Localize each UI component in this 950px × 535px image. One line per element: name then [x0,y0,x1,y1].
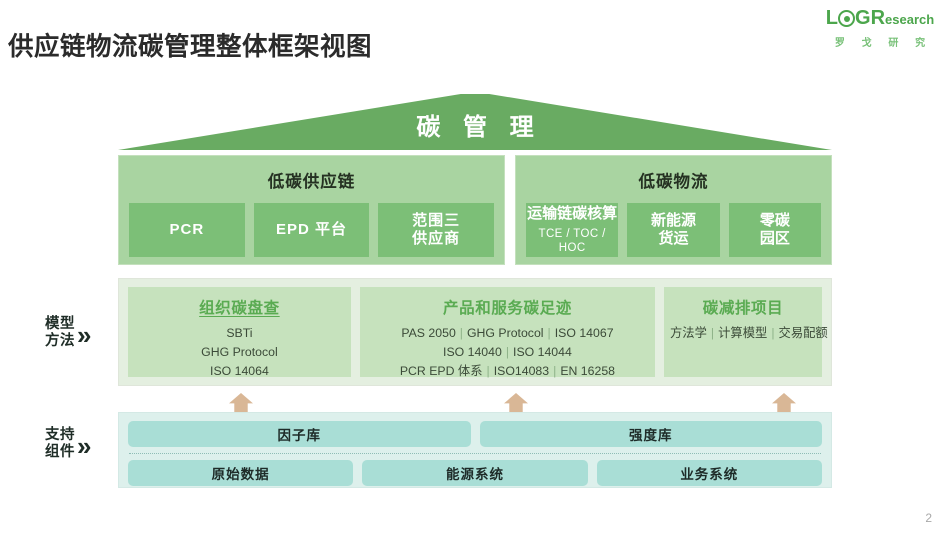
method-item: SBTi [226,326,253,340]
pillar-cell-group: 运输链碳核算 TCE / TOC / HOC 新能源 货运 零碳 园区 [516,203,831,257]
side-label-line1: 支持 [45,427,75,443]
method-item: 交易配额 [778,326,828,340]
method-item: 计算模型 [718,326,768,340]
cell-main-label-line1: 范围三 [412,211,461,229]
cell-main-label-line2: 供应商 [412,230,461,247]
support-chip-intensity-library[interactable]: 强度库 [479,421,822,447]
pillar-title: 低碳物流 [638,173,709,191]
side-label-line1: 模型 [45,316,75,332]
separator: | [771,326,775,340]
cell-zero-carbon-park[interactable]: 零碳 园区 [728,203,821,257]
cell-scope3-supplier[interactable]: 范围三 供应商 [378,203,495,257]
method-line: SBTi [134,324,345,343]
support-chip-label: 业务系统 [680,467,739,482]
cell-main-label: PCR [169,220,205,238]
cell-new-energy-freight[interactable]: 新能源 货运 [627,203,720,257]
support-band: 因子库 强度库 原始数据 能源系统 业务系统 [118,412,832,488]
method-item: GHG Protocol [201,345,278,360]
method-line: PAS 2050|GHG Protocol|ISO 14067 [366,324,649,343]
side-label-line2: 方法 [45,332,75,349]
separator: | [505,345,510,360]
separator: | [710,326,715,340]
brand-letter-r: R [870,7,886,29]
method-item: EN 16258 [560,364,616,379]
separator: | [553,364,557,379]
method-item: ISO 14044 [513,345,572,360]
cell-sub-label: TCE / TOC / HOC [538,227,606,254]
side-label-text: 模型 方法 [45,316,75,349]
separator: | [486,364,490,379]
support-row-top: 因子库 强度库 [128,421,822,447]
support-chip-label: 强度库 [629,428,673,443]
side-label-support-components: 支持 组件 » [45,427,91,460]
method-card-title: 产品和服务碳足迹 [443,300,572,317]
methods-band: 组织碳盘查 SBTi GHG Protocol ISO 14064 产品和服务碳… [118,278,832,386]
side-label-line2: 组件 [45,443,75,460]
support-divider [129,453,821,454]
cell-transport-chain-carbon-accounting[interactable]: 运输链碳核算 TCE / TOC / HOC [526,203,619,257]
support-chip-label: 因子库 [277,428,321,443]
method-line: 方法学|计算模型|交易配额 [670,324,828,343]
pillar-title: 低碳供应链 [267,173,356,191]
separator: | [547,326,551,340]
pillar-cell-group: PCR EPD 平台 范围三 供应商 [119,203,504,257]
brand-subtitle: 罗 戈 研 究 [834,38,933,49]
method-item: ISO 14064 [210,364,269,379]
pillar-low-carbon-supply-chain: 低碳供应链 PCR EPD 平台 范围三 供应商 [118,155,505,265]
brand-letter-g: G [855,7,871,29]
roof-label: 碳 管 理 [416,114,542,141]
support-chip-label: 原始数据 [211,467,270,482]
method-line: ISO 14064 [134,362,345,381]
support-chip-factor-library[interactable]: 因子库 [128,421,471,447]
double-chevron-right-icon: » [77,319,92,350]
method-line: GHG Protocol [134,343,345,362]
double-chevron-right-icon: » [77,430,92,461]
method-item: ISO 14040 [443,345,502,360]
separator: | [459,326,463,340]
cell-main-label: 运输链碳核算 [527,205,618,223]
page-title: 供应链物流碳管理整体框架视图 [8,33,373,61]
cell-main-label-line1: 零碳 [759,211,790,229]
arrow-up-icon [229,393,253,413]
support-chip-label: 能源系统 [445,467,504,482]
cell-epd-platform[interactable]: EPD 平台 [253,203,370,257]
cell-main-label-line2: 货运 [658,230,689,247]
method-line: PCR EPD 体系|ISO14083|EN 16258 [366,362,649,381]
cell-main-label: EPD 平台 [276,220,348,238]
arrow-up-icon [772,393,796,413]
method-card-carbon-reduction-project[interactable]: 碳减排项目 方法学|计算模型|交易配额 [664,287,828,377]
method-item: ISO 14067 [554,326,614,340]
method-line: ISO 14040|ISO 14044 [366,343,649,362]
brand-word-esearch: esearch [885,12,935,27]
method-item: GHG Protocol [466,326,544,340]
side-label-model-methods: 模型 方法 » [45,316,91,349]
cell-pcr[interactable]: PCR [129,203,245,257]
method-card-title: 组织碳盘查 [199,300,280,317]
method-item: ISO14083 [493,364,550,379]
support-chip-business-system[interactable]: 业务系统 [596,460,822,486]
brand-letter-l: L [825,7,839,29]
page-number: 2 [925,511,932,525]
method-card-organizational-carbon-inventory[interactable]: 组织碳盘查 SBTi GHG Protocol ISO 14064 [128,287,351,378]
support-row-bottom: 原始数据 能源系统 业务系统 [128,460,822,486]
cell-main-label-line1: 新能源 [650,211,696,229]
pillar-low-carbon-logistics: 低碳物流 运输链碳核算 TCE / TOC / HOC 新能源 货运 零碳 园区 [515,155,832,265]
method-item: 方法学 [670,326,707,340]
cell-main-label-line2: 园区 [759,230,790,247]
arrow-up-icon [504,393,528,413]
support-chip-raw-data[interactable]: 原始数据 [128,460,354,486]
roof-banner: 碳 管 理 [118,94,832,150]
method-card-title: 碳减排项目 [702,300,784,317]
method-card-product-and-service-carbon-footprint[interactable]: 产品和服务碳足迹 PAS 2050|GHG Protocol|ISO 14067… [359,287,655,378]
brand-o-ring-icon [838,10,856,27]
method-item: PAS 2050 [401,326,456,340]
method-item: PCR EPD 体系 [399,364,483,379]
support-chip-energy-system[interactable]: 能源系统 [362,460,588,486]
side-label-text: 支持 组件 [45,427,75,460]
